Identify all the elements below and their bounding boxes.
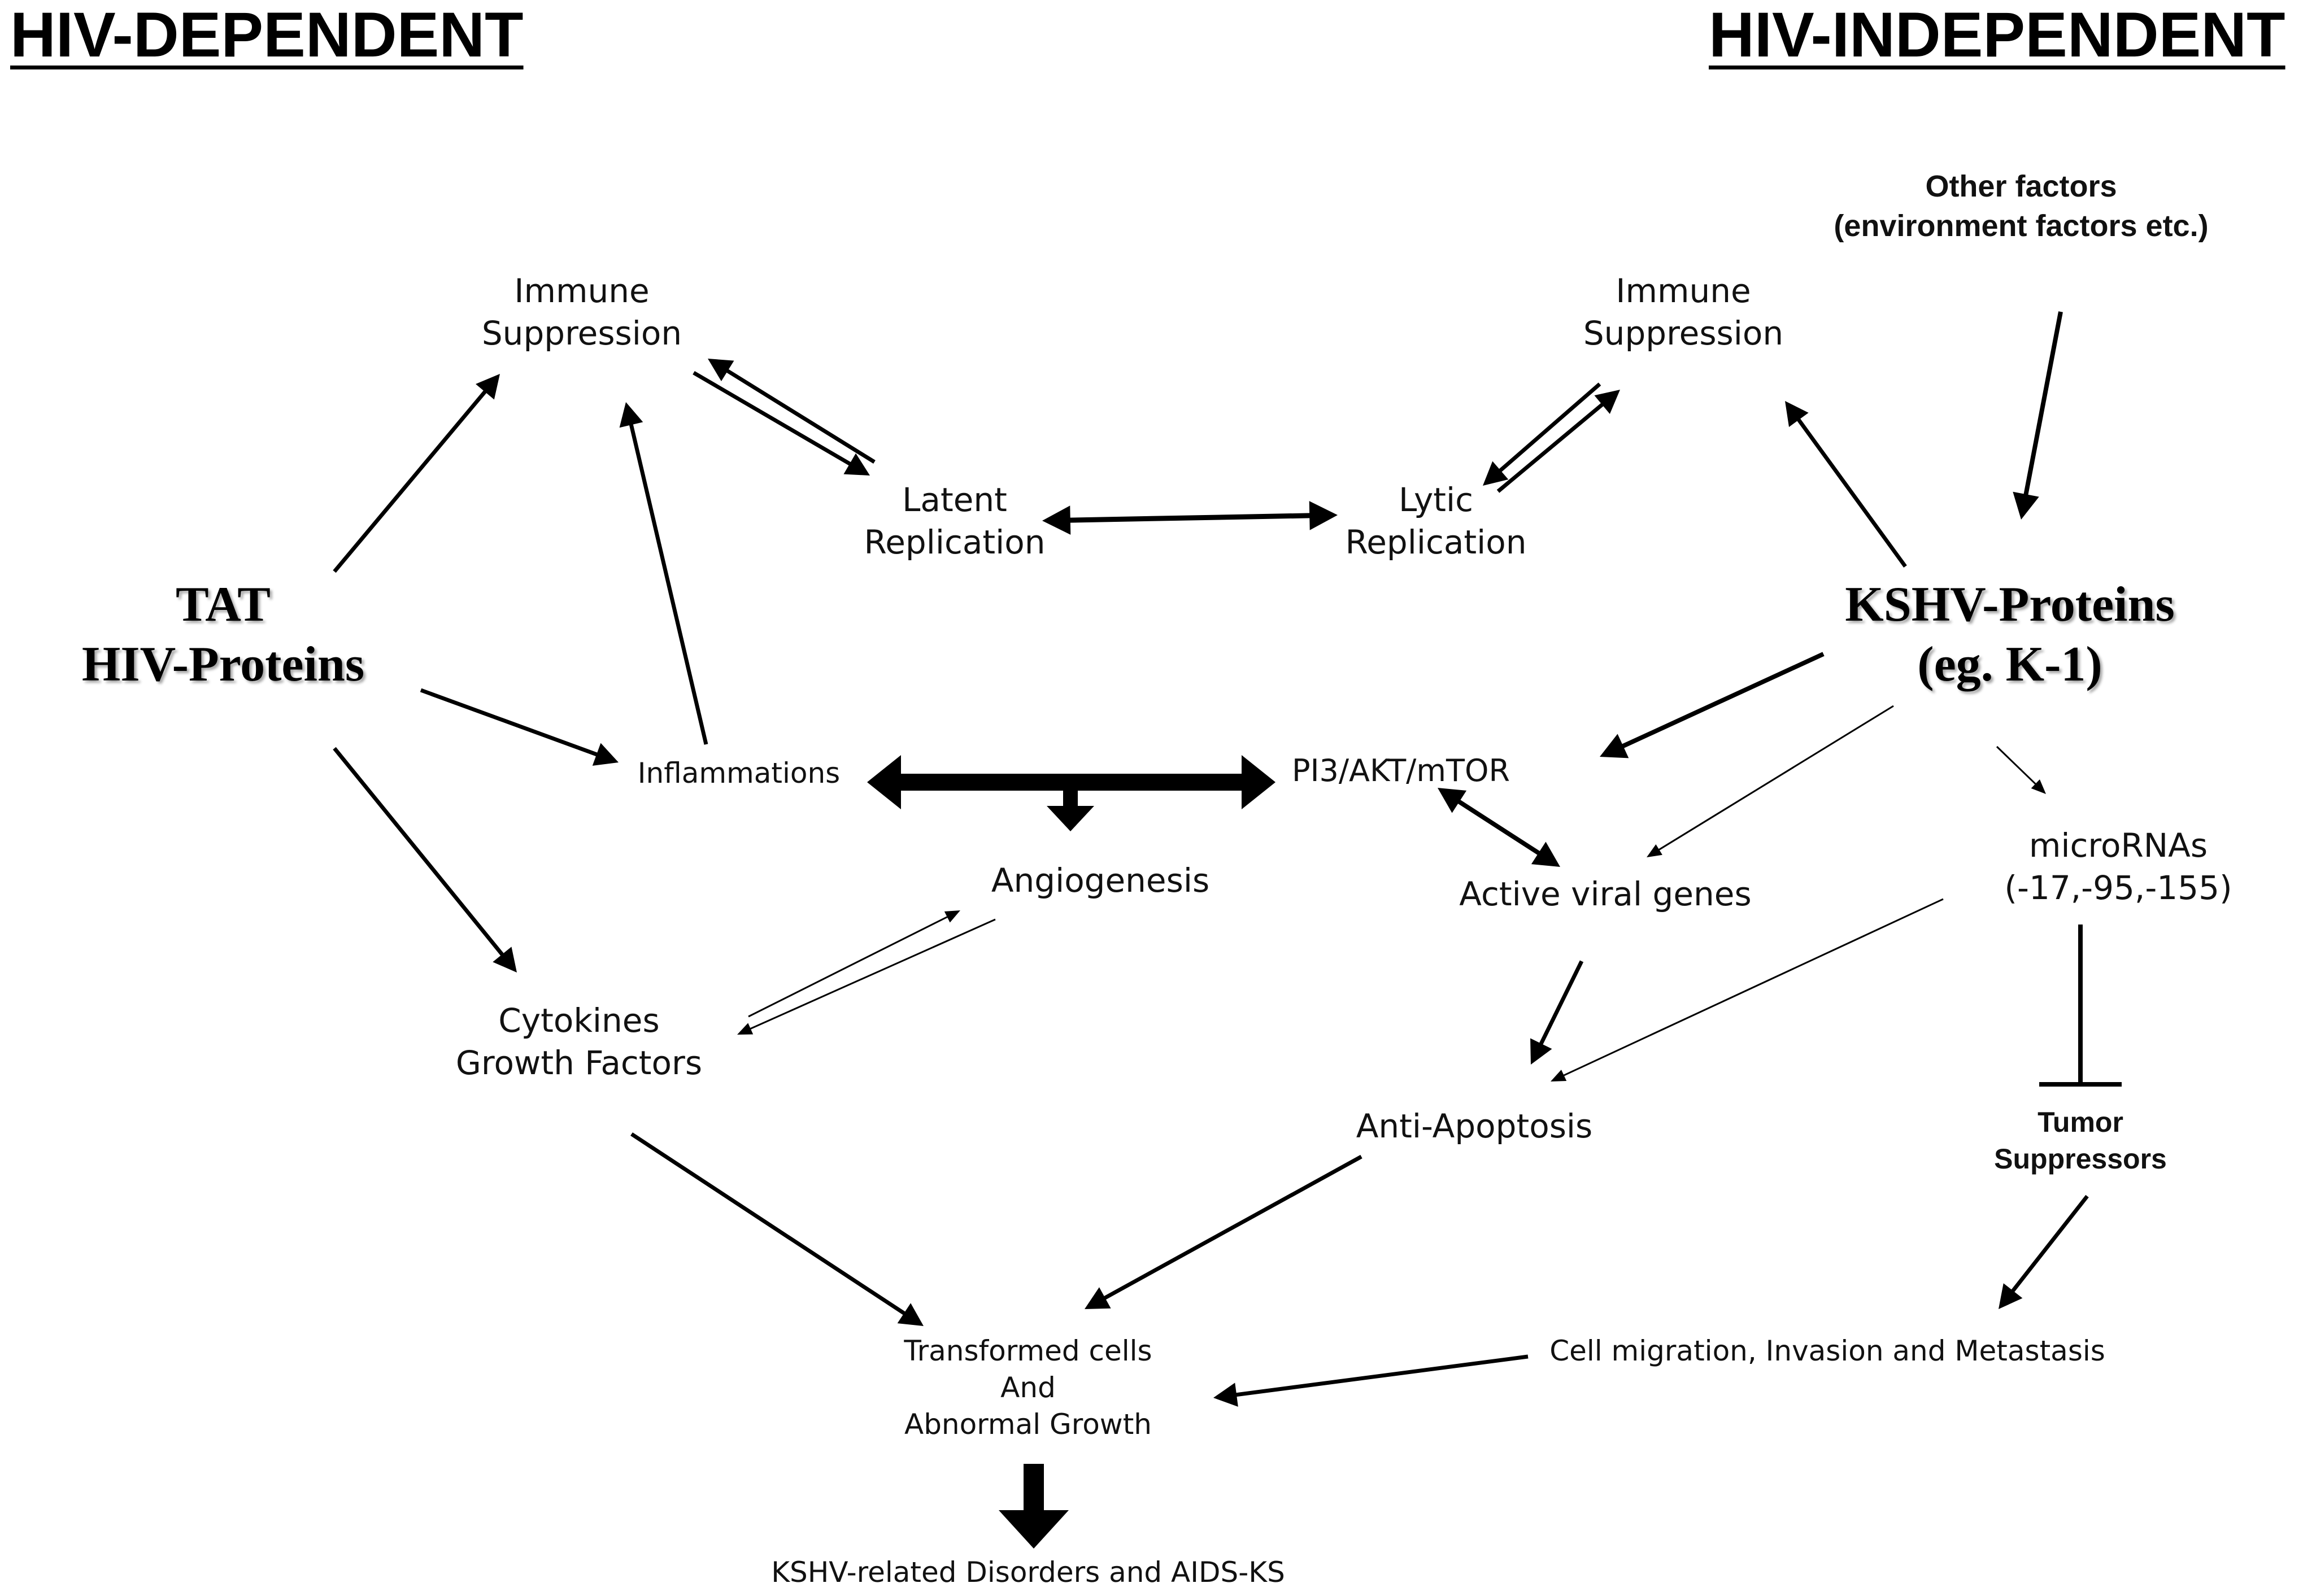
node-latent-replication: Latent Replication	[864, 479, 1046, 564]
arrow-kshv-to-active-viral	[1647, 705, 1894, 857]
cytokines-line1: Cytokines	[498, 1001, 660, 1040]
node-kshv-related-disorders: KSHV-related Disorders and AIDS-KS	[771, 1556, 1285, 1589]
transformed-line1: Transformed cells	[904, 1335, 1152, 1367]
arrow-tumor-suppressors-to-migration	[1999, 1194, 2089, 1309]
arrow-tat-to-immune	[333, 374, 500, 573]
arrow-micrornas-to-anti-apoptosis	[1551, 898, 1944, 1082]
kshv-line1: KSHV-Proteins	[1845, 577, 2175, 632]
immune-right-line2: Suppression	[1583, 314, 1784, 353]
tumor-suppressors-line2: Suppressors	[1994, 1143, 2167, 1175]
node-other-factors: Other factors (environment factors etc.)	[1834, 167, 2208, 246]
arrow-kshv-to-micrornas	[1996, 745, 2046, 794]
arrow-anti-apoptosis-to-transformed	[1085, 1154, 1362, 1309]
other-factors-line1: Other factors	[1925, 169, 2117, 203]
arrow-tat-to-inflammations	[420, 688, 619, 766]
node-immune-suppression-right: Immune Suppression	[1583, 270, 1783, 355]
lytic-line1: Lytic	[1398, 481, 1474, 519]
node-tat-hiv-proteins: TAT HIV-Proteins	[82, 575, 364, 694]
arrow-to-angiogenesis	[1047, 782, 1094, 831]
micrornas-line2: (-17,-95,-155)	[2004, 869, 2232, 908]
arrow-kshv-to-immune	[1785, 401, 1907, 568]
node-transformed-cells: Transformed cells And Abnormal Growth	[904, 1333, 1152, 1443]
transformed-line3: Abnormal Growth	[904, 1408, 1152, 1441]
arrow-transformed-to-disorders	[999, 1464, 1069, 1549]
node-cell-migration: Cell migration, Invasion and Metastasis	[1549, 1335, 2105, 1367]
arrow-immune-to-lytic	[1483, 382, 1601, 486]
arrow-latent-lytic	[1042, 501, 1338, 535]
arrow-migration-to-transformed	[1213, 1354, 1529, 1407]
other-factors-line2: (environment factors etc.)	[1834, 209, 2209, 243]
arrow-cytokines-to-transformed	[630, 1132, 924, 1326]
node-inflammations: Inflammations	[637, 757, 841, 790]
latent-line2: Replication	[864, 523, 1046, 562]
arrow-kshv-to-pi3k	[1600, 652, 1825, 758]
node-angiogenesis: Angiogenesis	[991, 861, 1210, 900]
node-lytic-replication: Lytic Replication	[1346, 479, 1527, 564]
inhibition-micrornas-tumor-suppressors	[2039, 925, 2122, 1087]
latent-line1: Latent	[902, 481, 1007, 519]
arrow-active-viral-to-anti-apoptosis	[1530, 960, 1584, 1065]
arrow-lytic-to-immune	[1496, 390, 1620, 493]
arrow-inflammations-to-immune	[619, 402, 708, 745]
cytokines-line2: Growth Factors	[455, 1044, 703, 1083]
tumor-suppressors-line1: Tumor	[2038, 1106, 2123, 1138]
arrow-immune-to-latent	[693, 370, 870, 476]
node-micrornas: microRNAs (-17,-95,-155)	[2004, 825, 2232, 910]
immune-right-line1: Immune	[1616, 272, 1751, 310]
arrow-tat-to-cytokines	[333, 747, 517, 973]
header-hiv-dependent: HIV-DEPENDENT	[10, 0, 524, 70]
node-anti-apoptosis: Anti-Apoptosis	[1356, 1107, 1593, 1145]
immune-left-line1: Immune	[514, 272, 650, 310]
immune-left-line2: Suppression	[481, 314, 682, 353]
tat-line2: HIV-Proteins	[81, 636, 365, 692]
arrow-latent-to-immune	[708, 359, 876, 464]
arrow-cytokines-to-angio	[748, 910, 960, 1018]
arrow-angio-to-cytokines	[737, 918, 996, 1035]
node-pi3-akt-mtor: PI3/AKT/mTOR	[1292, 753, 1510, 788]
lytic-line2: Replication	[1345, 523, 1527, 562]
arrow-other-factors-to-kshv	[2013, 311, 2063, 520]
node-immune-suppression-left: Immune Suppression	[482, 270, 682, 355]
tat-line1: TAT	[176, 577, 271, 632]
node-tumor-suppressors: Tumor Suppressors	[1994, 1104, 2167, 1178]
node-cytokines-growth-factors: Cytokines Growth Factors	[456, 1000, 702, 1085]
micrornas-line1: microRNAs	[2028, 826, 2208, 865]
header-hiv-independent: HIV-INDEPENDENT	[1709, 0, 2285, 70]
node-active-viral-genes: Active viral genes	[1459, 875, 1752, 913]
transformed-line2: And	[1000, 1371, 1056, 1404]
kshv-line2: (eg. K-1)	[1917, 636, 2102, 692]
arrow-pi3k-active-viral	[1438, 788, 1560, 867]
node-kshv-proteins: KSHV-Proteins (eg. K-1)	[1845, 575, 2174, 694]
